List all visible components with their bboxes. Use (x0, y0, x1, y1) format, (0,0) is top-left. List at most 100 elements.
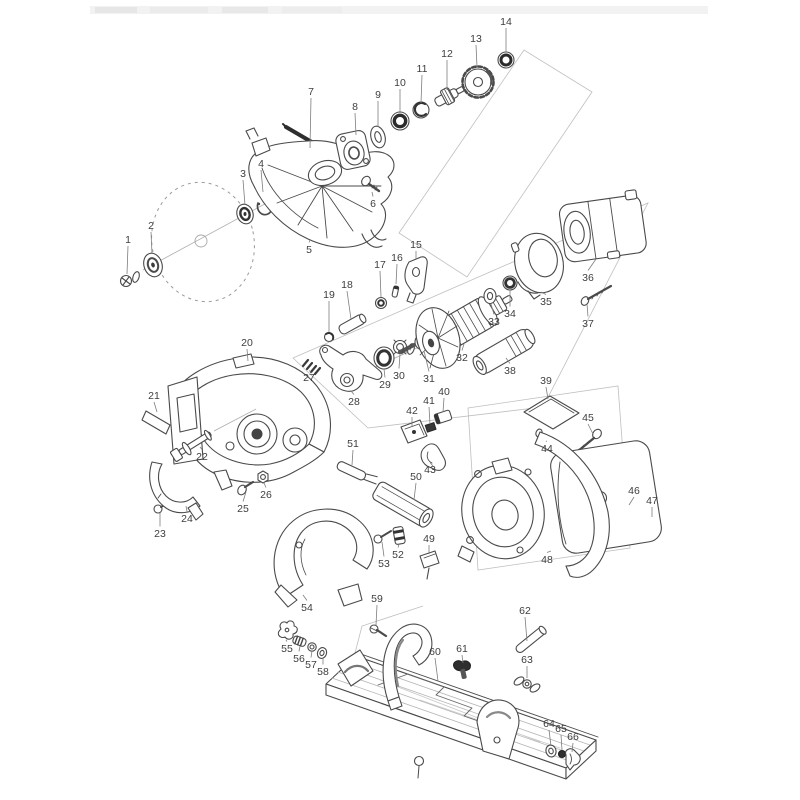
part-label-64: 64 (543, 718, 555, 747)
part-52-sleeve (392, 526, 406, 545)
part-12-spindle (434, 86, 465, 107)
part-42-brush-holder (400, 419, 428, 444)
part-label-55: 55 (281, 639, 293, 655)
part-number-14: 14 (500, 16, 512, 28)
part-label-27: 27 (303, 370, 315, 384)
part-number-32: 32 (456, 352, 468, 364)
part-label-32: 32 (456, 343, 468, 364)
part-33-washer (483, 287, 497, 305)
part-number-53: 53 (378, 558, 390, 570)
part-number-59: 59 (371, 593, 383, 605)
part-label-21: 21 (148, 390, 160, 413)
part-number-17: 17 (374, 259, 386, 271)
part-17-collar (374, 296, 388, 310)
part-number-54: 54 (301, 602, 313, 614)
part-label-40: 40 (438, 386, 450, 413)
part-number-55: 55 (281, 643, 293, 655)
part-number-15: 15 (410, 239, 422, 251)
part-number-46: 46 (628, 485, 640, 497)
part-label-25: 25 (237, 491, 249, 515)
part-label-1: 1 (125, 234, 131, 275)
part-label-33: 33 (488, 303, 500, 328)
part-label-39: 39 (540, 375, 552, 400)
part-62-rod (515, 625, 547, 654)
part-label-57: 57 (305, 650, 317, 671)
part-label-45: 45 (582, 412, 594, 435)
part-number-29: 29 (379, 379, 391, 391)
part-label-61: 61 (456, 643, 468, 664)
part-label-23: 23 (154, 513, 166, 540)
part-label-16: 16 (391, 252, 403, 285)
part-43-bracket (420, 443, 446, 471)
part-3-inner-flange (236, 203, 254, 225)
part-number-31: 31 (423, 373, 435, 385)
part-number-41: 41 (423, 395, 435, 407)
part-29-flanged-bearing (373, 346, 395, 370)
part-number-36: 36 (582, 272, 594, 284)
part-number-47: 47 (646, 495, 658, 507)
part-label-14: 14 (500, 16, 512, 52)
part-number-11: 11 (417, 63, 428, 75)
part-15-lock-lever (404, 256, 428, 304)
part-6-screw (361, 175, 381, 193)
part-65-nut (557, 749, 567, 759)
part-label-24: 24 (181, 505, 193, 525)
part-25-screw (237, 480, 255, 496)
part-41-carbon-brush (424, 422, 437, 433)
part-number-45: 45 (582, 412, 594, 424)
part-number-7: 7 (308, 86, 314, 98)
part-label-46: 46 (628, 485, 640, 506)
part-label-38: 38 (504, 357, 516, 377)
part-10-ball-bearing (390, 111, 410, 131)
part-label-43: 43 (424, 462, 436, 476)
part-number-22: 22 (196, 451, 208, 463)
part-number-9: 9 (375, 89, 381, 101)
part-label-30: 30 (393, 353, 405, 382)
part-number-19: 19 (323, 289, 335, 301)
part-number-21: 21 (148, 390, 160, 402)
part-number-13: 13 (470, 33, 482, 45)
part-label-47: 47 (646, 495, 658, 517)
part-label-66: 66 (567, 731, 579, 753)
part-number-27: 27 (303, 372, 315, 384)
part-number-10: 10 (394, 77, 406, 89)
part-label-28: 28 (348, 390, 360, 408)
part-number-4: 4 (258, 158, 264, 170)
part-label-51: 51 (347, 438, 359, 466)
part-1-hex-bolt (119, 271, 140, 288)
part-number-44: 44 (541, 443, 553, 455)
part-26-hex-nut (257, 470, 269, 484)
part-label-35: 35 (540, 291, 552, 308)
part-label-52: 52 (392, 543, 404, 561)
part-number-63: 63 (521, 654, 533, 666)
part-number-25: 25 (237, 503, 249, 515)
part-label-2: 2 (148, 220, 154, 255)
part-18-shaft-pin (338, 313, 367, 335)
part-label-5: 5 (306, 239, 312, 256)
part-label-22: 22 (196, 446, 208, 463)
part-number-51: 51 (347, 438, 359, 450)
part-label-17: 17 (374, 259, 386, 298)
part-label-8: 8 (352, 101, 358, 136)
part-13-gear (461, 65, 495, 99)
part-label-3: 3 (240, 168, 246, 206)
watermark-strip (90, 6, 708, 14)
part-label-6: 6 (370, 191, 376, 210)
part-64-washer (545, 744, 557, 758)
part-label-65: 65 (555, 723, 567, 751)
part-48-motor-housing (457, 431, 662, 578)
part-51-flat-bar (336, 461, 378, 485)
part-8-bearing-retainer (335, 130, 371, 170)
part-label-59: 59 (371, 593, 383, 626)
part-number-34: 34 (504, 308, 516, 320)
part-number-57: 57 (305, 659, 317, 671)
part-number-8: 8 (352, 101, 358, 113)
part-number-65: 65 (555, 723, 567, 735)
part-label-41: 41 (423, 395, 435, 425)
part-number-52: 52 (392, 549, 404, 561)
part-number-18: 18 (341, 279, 353, 291)
part-label-26: 26 (260, 482, 272, 501)
part-number-61: 61 (456, 643, 468, 655)
part-number-28: 28 (348, 396, 360, 408)
part-number-6: 6 (370, 198, 376, 210)
